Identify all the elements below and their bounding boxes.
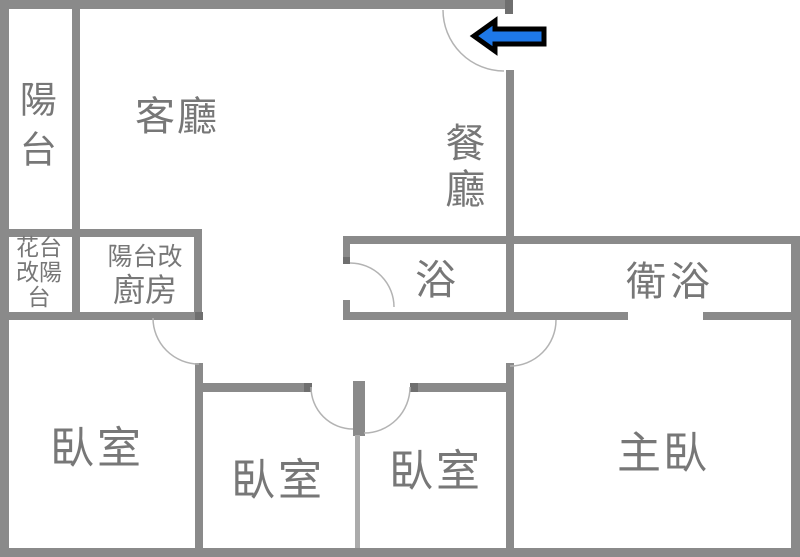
door-arc-master — [509, 319, 557, 367]
cap-bedroom1-wall-end — [304, 383, 312, 392]
wall-top — [0, 0, 513, 9]
room-label-bedroom-left: 臥室 — [50, 423, 144, 474]
kitchen-label-line1: 陽台改 — [107, 242, 183, 271]
room-label-kitchen: 陽台改 廚房 — [95, 242, 195, 309]
room-label-living-room: 客廳 — [135, 94, 219, 140]
cap-bedroom2-wall-end — [410, 383, 418, 392]
wall-bedrooms-top-right — [410, 383, 506, 392]
cap-bath-wall-end — [343, 257, 350, 264]
wall-mid-bedrooms-divider — [355, 435, 360, 548]
wall-bath-left-upper — [343, 244, 350, 264]
room-label-dining-room: 餐廳 — [438, 122, 485, 214]
room-label-balcony: 陽台 — [13, 80, 57, 180]
room-label-bedroom-middle-1: 臥室 — [231, 455, 325, 506]
door-arcs — [152, 9, 557, 434]
room-label-bath: 浴 — [415, 256, 456, 304]
wall-wc-bottom-right — [703, 312, 800, 320]
wall-bottom — [0, 548, 800, 557]
entrance-arrow-shape — [469, 16, 547, 56]
wall-corridor-bottom — [343, 312, 628, 320]
wall-right — [791, 236, 800, 557]
door-arc-bedroom-left — [152, 317, 200, 365]
wall-bath-top — [343, 236, 800, 244]
kitchen-label-line2: 廚房 — [112, 270, 177, 309]
wall-center-vertical-lower — [506, 363, 514, 553]
wall-left — [0, 0, 9, 557]
door-arc-bedroom-mid2 — [363, 386, 411, 434]
wall-balcony-divider — [72, 0, 80, 237]
wall-living-kitchen — [0, 229, 202, 237]
wall-flowerbox-right — [72, 229, 80, 320]
room-label-bedroom-middle-2: 臥室 — [389, 446, 483, 497]
room-label-master-bedroom: 主臥 — [617, 428, 709, 479]
entrance-arrow-icon — [469, 16, 547, 56]
thin-partition — [355, 435, 360, 548]
wall-kitchen-right — [194, 229, 202, 320]
room-label-flower-balcony: 花台改陽台 — [16, 235, 62, 311]
cap-entrance-stub — [505, 0, 513, 14]
wall-end-caps — [195, 0, 513, 392]
cap-kitchen-wall-end — [195, 312, 203, 320]
wall-center-vertical-upper — [506, 70, 514, 320]
room-label-full-bathroom: 衛浴 — [626, 259, 714, 305]
wall-kitchen-bottom — [0, 312, 203, 320]
wall-bath-left-lower — [343, 300, 350, 320]
wall-bedroom-left-divider — [195, 363, 203, 553]
door-arc-bedroom-mid1 — [310, 386, 354, 430]
door-arc-bath — [349, 262, 395, 308]
wall-bedrooms-top-left — [203, 383, 312, 392]
wall-door-jamb-center — [353, 381, 365, 436]
door-arc-entrance — [442, 9, 505, 72]
